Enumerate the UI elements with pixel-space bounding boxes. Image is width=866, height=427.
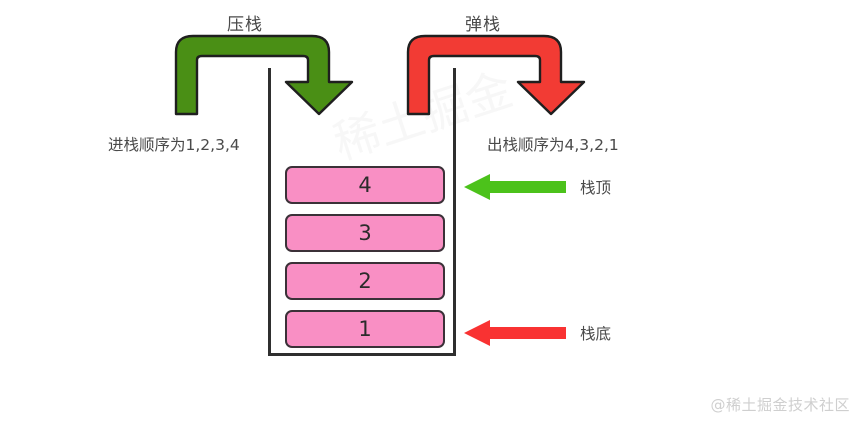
push-curved-arrow-icon — [174, 34, 354, 116]
stack-item: 1 — [285, 310, 445, 348]
pop-order-text: 出栈顺序为4,3,2,1 — [487, 136, 619, 154]
stack-bottom-label: 栈底 — [580, 325, 612, 343]
push-operation-label: 压栈 — [227, 15, 263, 35]
left-arrow-icon — [464, 174, 566, 200]
stack-bottom-pointer: 栈底 — [464, 320, 611, 346]
stack-wall-bottom — [268, 353, 456, 356]
stack-wall-left — [268, 68, 271, 356]
stack-top-pointer: 栈顶 — [464, 174, 611, 200]
push-order-text: 进栈顺序为1,2,3,4 — [108, 136, 240, 154]
stack-top-label: 栈顶 — [580, 179, 612, 197]
stack-item: 3 — [285, 214, 445, 252]
pop-curved-arrow-icon — [406, 34, 586, 116]
stack-item: 4 — [285, 166, 445, 204]
left-arrow-icon — [464, 320, 566, 346]
stack-items-list: 4 3 2 1 — [285, 166, 445, 348]
stack-wall-right — [453, 68, 456, 356]
stack-container — [268, 68, 456, 356]
watermark-text: @稀土掘金技术社区 — [710, 396, 850, 414]
pop-operation-label: 弹栈 — [465, 15, 501, 35]
stack-item: 2 — [285, 262, 445, 300]
